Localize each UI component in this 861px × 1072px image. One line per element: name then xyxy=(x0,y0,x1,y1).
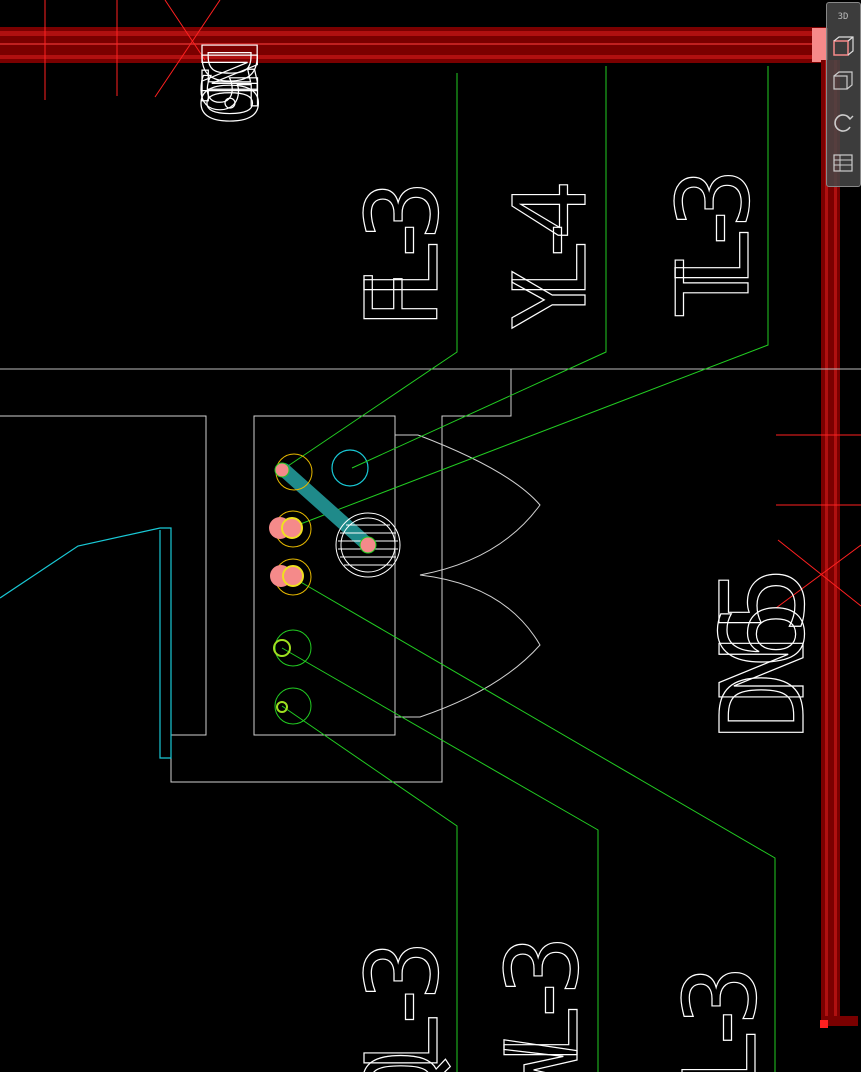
riser-pipe-end[interactable] xyxy=(359,536,377,554)
layers-icon xyxy=(833,154,853,172)
cube-front-icon xyxy=(833,36,854,56)
riser-ql3[interactable] xyxy=(274,687,312,725)
label-yl4: YL-4 xyxy=(492,180,609,330)
label-l3: L-3 xyxy=(662,965,779,1072)
label-wl3: WL-3 xyxy=(484,935,601,1072)
layers-button[interactable] xyxy=(831,151,855,175)
box-view-button[interactable] xyxy=(831,69,855,93)
orbit-button[interactable] xyxy=(831,111,855,135)
riser-l3[interactable] xyxy=(270,558,312,596)
view-3d-label: 3D xyxy=(837,12,849,22)
floor-drain-symbol[interactable] xyxy=(335,512,401,578)
box-icon xyxy=(833,71,853,90)
label-dn150-text: DN150 xyxy=(184,40,273,126)
leader-lines xyxy=(281,66,776,1072)
label-dn65: DN65 xyxy=(697,565,831,740)
label-tl3: TL-3 xyxy=(655,168,772,318)
red-marker-top xyxy=(44,0,221,100)
pipe-dn65-vertical[interactable] xyxy=(820,60,858,1028)
red-marker-right xyxy=(775,434,861,609)
riser-wl3[interactable] xyxy=(273,629,312,667)
pipe-dn150-horizontal[interactable] xyxy=(0,27,828,63)
orbit-icon xyxy=(834,114,854,132)
cube-front-button[interactable] xyxy=(831,35,855,59)
label-ql3: QL-3 xyxy=(344,940,461,1072)
riser-tl3[interactable] xyxy=(269,510,312,548)
wall-outlines xyxy=(0,369,541,783)
riser-fl3[interactable] xyxy=(274,453,313,491)
view-3d-button[interactable]: 3D xyxy=(831,5,855,29)
label-fl3: FL-3 xyxy=(344,180,461,330)
navigation-toolbar: 3D xyxy=(826,2,861,187)
cyan-outline xyxy=(0,449,369,759)
